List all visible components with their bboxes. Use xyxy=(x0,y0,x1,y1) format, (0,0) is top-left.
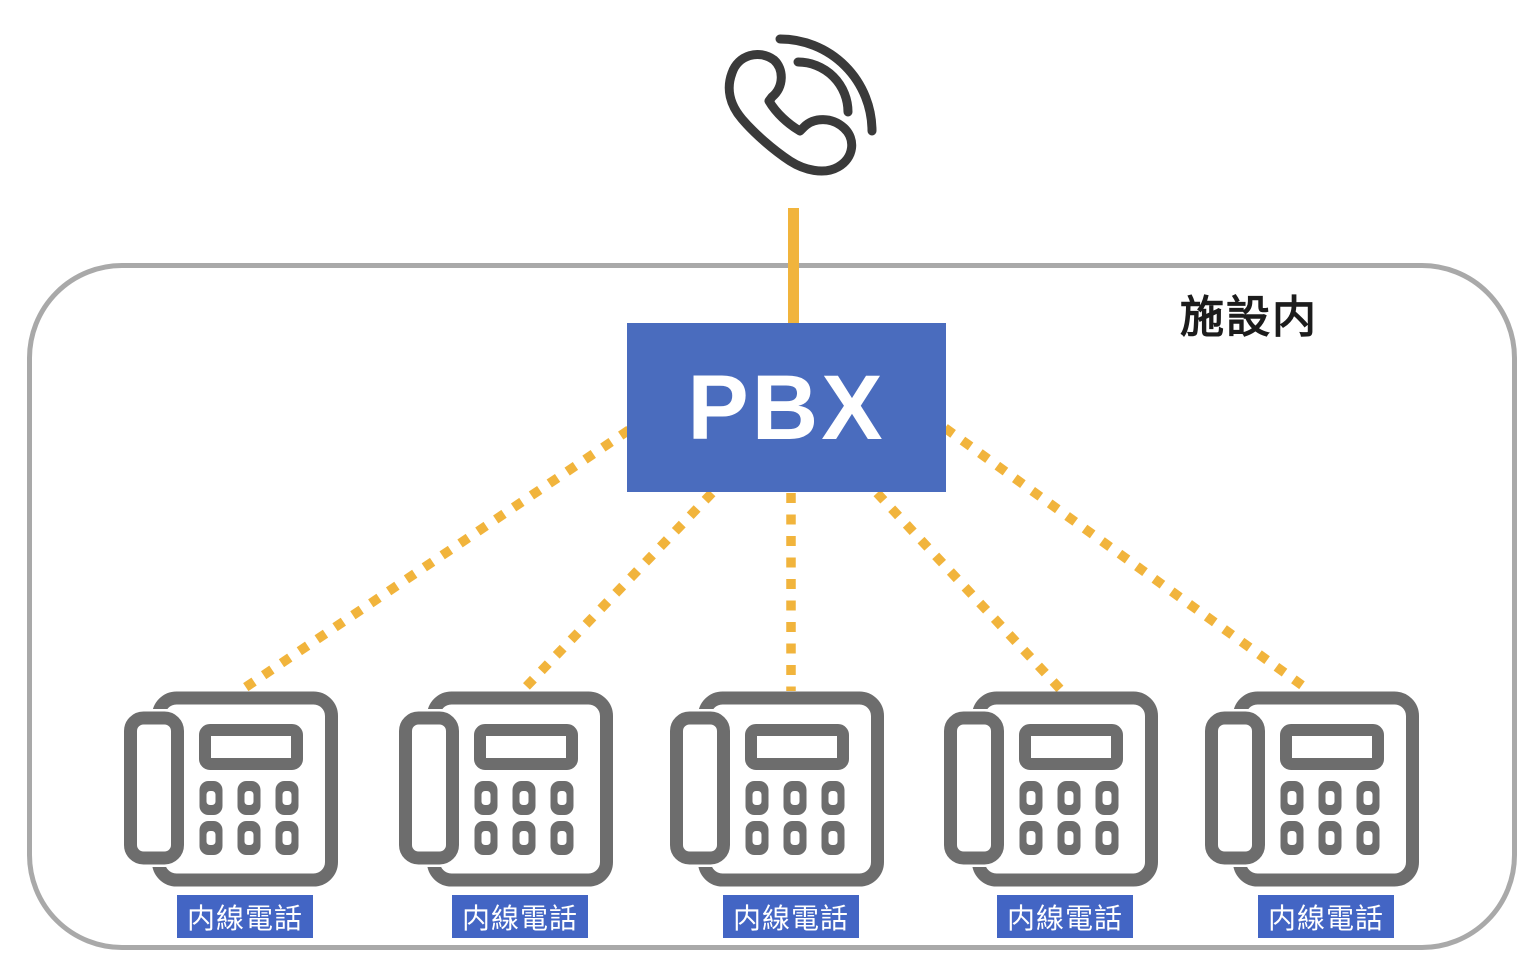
desk-phone-icon xyxy=(943,688,1158,888)
extension-phone-4: 内線電話 xyxy=(943,688,1158,938)
extension-phone-label: 内線電話 xyxy=(997,895,1133,938)
extension-line-1 xyxy=(237,426,632,695)
sound-wave-outer xyxy=(775,34,877,136)
facility-boundary xyxy=(27,263,1517,950)
extension-phone-label: 内線電話 xyxy=(452,895,588,938)
desk-phone-icon xyxy=(1204,688,1419,888)
extension-phone-label: 内線電話 xyxy=(723,895,859,938)
desk-phone-icon xyxy=(398,688,613,888)
desk-phone-icon xyxy=(123,688,338,888)
extension-phone-label: 内線電話 xyxy=(1258,895,1394,938)
facility-label: 施設内 xyxy=(1180,293,1318,342)
pbx-box: PBX xyxy=(627,323,946,492)
handset-outline xyxy=(724,50,857,176)
extension-phone-3: 内線電話 xyxy=(669,688,884,938)
extension-line-4 xyxy=(873,489,1066,695)
extension-phone-label: 内線電話 xyxy=(177,895,313,938)
desk-phone-icon xyxy=(669,688,884,888)
extension-phone-1: 内線電話 xyxy=(123,688,338,938)
extension-phone-5: 内線電話 xyxy=(1204,688,1419,938)
pbx-label: PBX xyxy=(687,356,886,459)
extension-phone-2: 内線電話 xyxy=(398,688,613,938)
extension-line-2 xyxy=(518,489,716,695)
sound-wave-inner xyxy=(793,57,853,117)
phone-call-icon xyxy=(724,34,877,176)
extension-line-5 xyxy=(942,424,1313,695)
